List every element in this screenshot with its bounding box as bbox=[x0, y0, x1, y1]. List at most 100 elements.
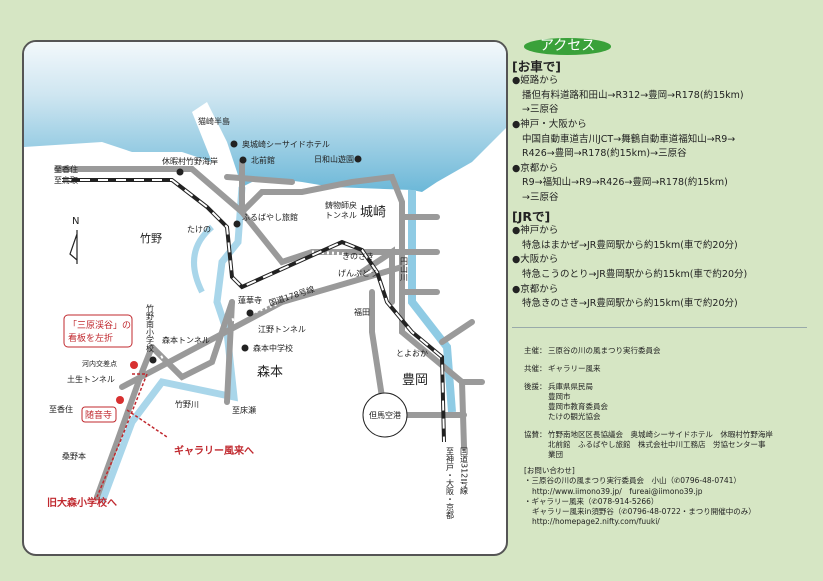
label-to-gallery: ギャラリー風来へ bbox=[174, 444, 254, 457]
label-to-tottori: 至鳥取 bbox=[54, 175, 78, 185]
label-sign-1: 「三原渓谷」の bbox=[68, 319, 131, 331]
route-line: 中国自動車道吉川JCT→舞鶴自動車道福知山→R9→ bbox=[522, 133, 736, 145]
credit-key: 主催： bbox=[524, 346, 547, 355]
label-rengeji: 蓮華寺 bbox=[238, 295, 262, 305]
river-branch bbox=[191, 224, 215, 294]
label-morimoto-jhs: 森本中学校 bbox=[253, 343, 293, 353]
route-line: 特急こうのとり→JR豊岡駅から約15km(車で約20分) bbox=[522, 268, 748, 280]
label-hotel: 奥城崎シーサイドホテル bbox=[242, 139, 330, 149]
route-from: ●京都から bbox=[512, 283, 559, 295]
route-from: ●姫路から bbox=[512, 75, 559, 87]
north-arrow-icon bbox=[69, 230, 78, 264]
label-sign-2: 看板を左折 bbox=[68, 332, 113, 344]
railway bbox=[62, 178, 446, 443]
label-toyooka: 豊岡 bbox=[402, 373, 428, 388]
credit-line: 北前館 ふるばやし旅館 株式会社中川工務店 労協センター事 bbox=[548, 440, 766, 449]
label-morimoto: 森本 bbox=[257, 365, 283, 380]
turn-point-marker bbox=[130, 361, 138, 369]
credit-line: 業団 bbox=[548, 450, 563, 459]
route-from: ●大阪から bbox=[512, 254, 559, 266]
sea bbox=[24, 42, 506, 192]
credit-line: 豊岡市教育委員会 bbox=[548, 402, 608, 411]
credits: 主催：三原谷の川の風まつり実行委員会 共催：ギャラリー風来 後援： 兵庫県県民局… bbox=[524, 346, 814, 468]
label-eno-tunnel: 江野トンネル bbox=[258, 325, 306, 334]
label-habu-tunnel: 土生トンネル bbox=[67, 374, 115, 384]
label-takeno-minami-es: 竹野南小学校 bbox=[146, 303, 155, 353]
label-kitamae: 北前館 bbox=[251, 155, 275, 165]
car-route: ●姫路から 播但有料道路和田山→R312→豊岡→R178(約15km) →三原谷 bbox=[512, 74, 812, 118]
credit-line: 三原谷の川の風まつり実行委員会 bbox=[548, 346, 661, 355]
map-drawing: N 猫崎半島 奥城崎シーサイドホテル 北前館 日和山遊園 休暇村竹野海岸 至香住… bbox=[24, 42, 506, 520]
label-kuwanomoto: 桑野本 bbox=[62, 451, 86, 461]
contact-line: ・ギャラリー風来（✆078-914-5266） bbox=[524, 496, 659, 506]
car-route: ●神戸・大阪から 中国自動車道吉川JCT→舞鶴自動車道福知山→R9→ R426→… bbox=[512, 118, 812, 162]
label-to-kasumi: 至香住 bbox=[54, 164, 78, 174]
contact-link[interactable]: http://www.iimono39.jp/ fureai@iimono39.… bbox=[532, 486, 703, 496]
access-section: アクセス [お車で] ●姫路から 播但有料道路和田山→R312→豊岡→R178(… bbox=[512, 38, 812, 312]
gallery-arrow bbox=[126, 409, 168, 438]
contact-heading: [お問い合わせ] bbox=[524, 466, 575, 475]
label-kinosaki-station: きのさき bbox=[342, 252, 374, 261]
route-line: →三原谷 bbox=[522, 104, 559, 116]
label-morimoto-tunnel: 森本トンネル bbox=[162, 335, 210, 345]
access-map: N 猫崎半島 奥城崎シーサイドホテル 北前館 日和山遊園 休暇村竹野海岸 至香住… bbox=[22, 40, 508, 556]
sponsors: 協賛： 竹野南地区区長協議会 奥城崎シーサイドホテル 休暇村竹野海岸 北前館 ふ… bbox=[524, 430, 814, 460]
airport-circle bbox=[362, 392, 408, 438]
credit-line: 竹野南地区区長協議会 奥城崎シーサイドホテル 休暇村竹野海岸 bbox=[548, 430, 773, 439]
credit-line: 豊岡市 bbox=[548, 392, 571, 401]
label-to-old-school: 旧大森小学校へ bbox=[47, 496, 117, 509]
access-title: アクセス bbox=[524, 38, 612, 55]
contact-line: ・三原谷の川の風まつり実行委員会 小山（✆0796-48-0741） bbox=[524, 476, 741, 486]
credit-key: 共催： bbox=[524, 364, 547, 373]
label-takeno-station: たけの bbox=[187, 225, 211, 234]
route-line: 特急はまかぜ→JR豊岡駅から約15km(車で約20分) bbox=[522, 239, 738, 251]
label-fukuda: 福田 bbox=[354, 308, 370, 317]
car-route: ●京都から R9→福知山→R9→R426→豊岡→R178(約15km) →三原谷 bbox=[512, 162, 812, 206]
north-label: N bbox=[72, 216, 79, 227]
support: 後援： 兵庫県県民局 豊岡市 豊岡市教育委員会 たけの観光協会 bbox=[524, 382, 814, 422]
label-takeno-river: 竹野川 bbox=[175, 399, 199, 409]
divider bbox=[512, 327, 807, 328]
poi-dots bbox=[149, 140, 362, 364]
car-heading: [お車で] bbox=[512, 58, 561, 74]
label-to-kasumi-2: 至香住 bbox=[49, 404, 73, 414]
label-furubayashi: ふるばやし旅館 bbox=[242, 212, 298, 222]
route-line: 播但有料道路和田山→R312→豊岡→R178(約15km) bbox=[522, 89, 744, 101]
route-from: ●京都から bbox=[512, 162, 559, 174]
jr-heading: [JRで] bbox=[512, 208, 551, 224]
credit-line: 兵庫県県民局 bbox=[548, 382, 593, 391]
label-hiyoriyama: 日和山遊園 bbox=[314, 154, 354, 164]
label-to-tokonose: 至床瀬 bbox=[232, 405, 256, 415]
label-nekozaki: 猫崎半島 bbox=[198, 116, 230, 126]
label-maruyama-river: 円山川 bbox=[400, 257, 409, 281]
credit-key: 後援： bbox=[524, 382, 547, 391]
label-tajima-airport: 但馬空港 bbox=[369, 410, 401, 420]
roads bbox=[54, 159, 485, 500]
maruyama-river bbox=[408, 190, 456, 413]
route-from: ●神戸・大阪から bbox=[512, 118, 587, 130]
label-kyukamura: 休暇村竹野海岸 bbox=[162, 156, 218, 166]
organizer: 主催：三原谷の川の風まつり実行委員会 bbox=[524, 346, 814, 356]
label-to-kobe: 至神戸・大阪・京都 bbox=[446, 447, 455, 520]
zuionji-marker bbox=[116, 396, 124, 404]
route-path-red bbox=[96, 373, 149, 498]
contact-line: ギャラリー風来in須野谷（✆0796-48-0722・まつり開催中のみ） bbox=[532, 507, 756, 517]
label-genbudo: げんぶどう bbox=[338, 269, 378, 278]
label-route312: 国道312号線 bbox=[460, 447, 469, 494]
zuionji-callout bbox=[81, 406, 117, 423]
credit-key: 協賛： bbox=[524, 430, 547, 439]
label-zuionji: 随音寺 bbox=[85, 409, 112, 421]
route-line: R9→福知山→R9→R426→豊岡→R178(約15km) bbox=[522, 177, 728, 189]
contact: [お問い合わせ] ・三原谷の川の風まつり実行委員会 小山（✆0796-48-07… bbox=[524, 466, 814, 528]
route-line: 特急きのさき→JR豊岡駅から約15km(車で約20分) bbox=[522, 298, 738, 310]
sign-callout bbox=[63, 314, 133, 348]
label-kinosaki: 城崎 bbox=[360, 205, 386, 220]
label-kochi-intersection: 河内交差点 bbox=[82, 359, 117, 368]
cosponsor: 共催：ギャラリー風来 bbox=[524, 364, 814, 374]
label-toyooka-station: とよおか bbox=[396, 349, 428, 358]
label-imoji-tunnel-1: 鋳物師戻 bbox=[325, 200, 357, 210]
label-takeno: 竹野 bbox=[140, 231, 162, 245]
credit-line: ギャラリー風来 bbox=[548, 364, 601, 373]
route-line: R426→豊岡→R178(約15km)→三原谷 bbox=[522, 148, 687, 160]
contact-link[interactable]: http://homepage2.nifty.com/fuuki/ bbox=[532, 517, 660, 527]
